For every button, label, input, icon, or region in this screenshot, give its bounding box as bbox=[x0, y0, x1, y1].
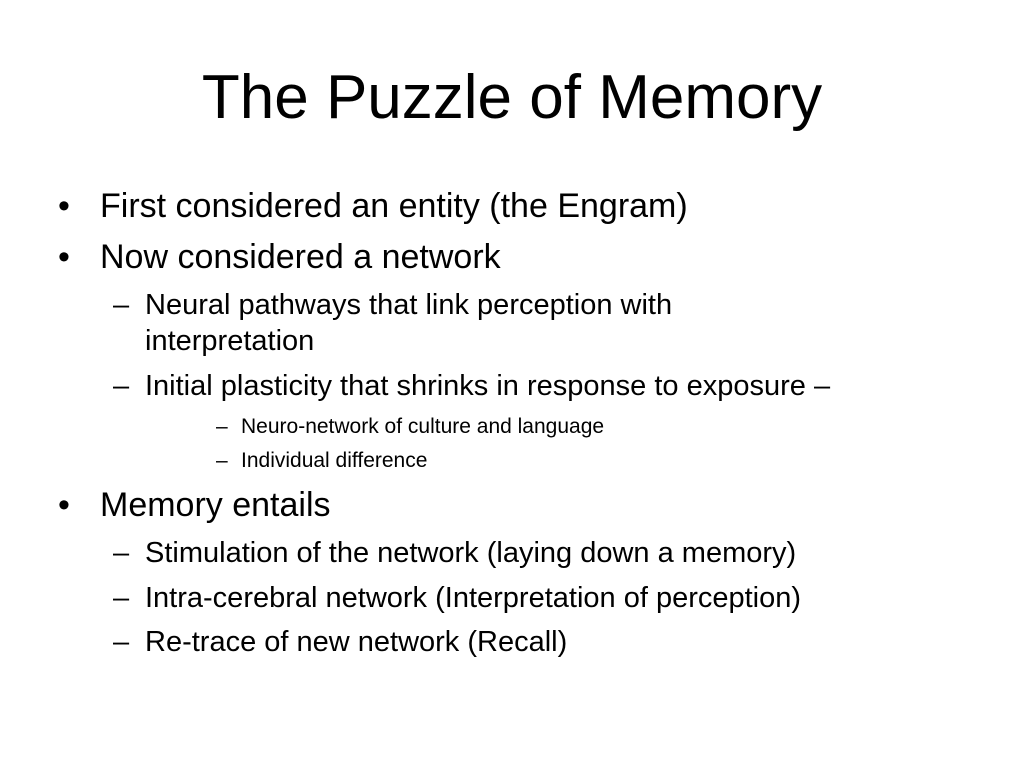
slide-title: The Puzzle of Memory bbox=[201, 63, 823, 132]
sub-item-text: Intra-cerebral network (Interpretation o… bbox=[145, 582, 802, 614]
dash-marker: – bbox=[216, 449, 228, 472]
bullet-text: Memory entails bbox=[100, 486, 331, 524]
dash-marker: – bbox=[113, 289, 130, 321]
sub-sub-item-text: Neuro-network of culture and language bbox=[241, 415, 605, 438]
dash-marker: – bbox=[113, 537, 130, 569]
sub-sub-item-text: Individual difference bbox=[241, 449, 428, 472]
dash-marker: – bbox=[216, 415, 228, 438]
bullet-marker: • bbox=[58, 486, 70, 524]
dash-marker: – bbox=[113, 582, 130, 614]
sub-item-text-line1: Neural pathways that link perception wit… bbox=[145, 289, 673, 321]
bullet-text: Now considered a network bbox=[100, 238, 501, 276]
bullet-text: First considered an entity (the Engram) bbox=[100, 187, 688, 225]
sub-item-text: Stimulation of the network (laying down … bbox=[145, 537, 797, 569]
dash-marker: – bbox=[113, 370, 130, 402]
bullet-marker: • bbox=[58, 238, 70, 276]
dash-marker: – bbox=[113, 626, 130, 658]
sub-item-text: Initial plasticity that shrinks in respo… bbox=[145, 370, 831, 402]
sub-item-text: Re-trace of new network (Recall) bbox=[145, 626, 568, 658]
sub-item-text-line2: interpretation bbox=[145, 325, 315, 357]
bullet-marker: • bbox=[58, 187, 70, 225]
